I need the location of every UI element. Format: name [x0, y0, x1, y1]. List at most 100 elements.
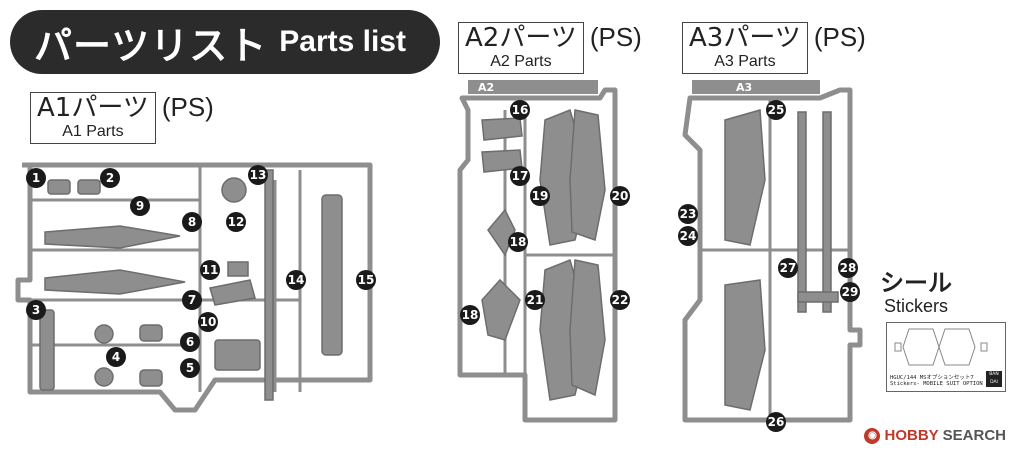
a1-part-gun-lower	[44, 269, 186, 295]
a2-material: (PS)	[589, 22, 642, 52]
part-number-marker: 25	[766, 100, 786, 120]
svg-text:7: 7	[188, 293, 196, 307]
a2-label-box: A2パーツ A2 Parts	[458, 22, 584, 74]
svg-text:29: 29	[842, 285, 859, 299]
svg-text:17: 17	[512, 169, 529, 183]
part-number-marker: 18	[508, 232, 528, 252]
a3-part-27	[797, 111, 807, 313]
a1-material: (PS)	[161, 92, 214, 122]
svg-text:12: 12	[228, 215, 245, 229]
stickers-title: シール Stickers	[880, 270, 952, 316]
svg-text:21: 21	[527, 293, 544, 307]
svg-text:14: 14	[288, 273, 305, 287]
a2-part-22	[569, 259, 606, 397]
svg-text:24: 24	[680, 229, 697, 243]
watermark-text: SEARCH	[942, 427, 1006, 444]
svg-text:27: 27	[780, 261, 797, 275]
bandai-logo: BAN DAI	[986, 371, 1002, 387]
title-banner: パーツリスト Parts list	[10, 10, 440, 74]
part-number-marker: 24	[678, 226, 698, 246]
a2-part-numbers: 16 17 18 18 19 20 21 22	[460, 100, 630, 325]
part-number-marker: 2	[100, 168, 120, 188]
a2-label: A2パーツ A2 Parts (PS)	[458, 22, 642, 74]
part-number-marker: 29	[840, 282, 860, 302]
a1-part-7	[209, 279, 256, 306]
svg-text:13: 13	[250, 168, 267, 182]
part-number-marker: 15	[356, 270, 376, 290]
svg-text:26: 26	[768, 415, 785, 429]
part-number-marker: 5	[180, 358, 200, 378]
part-number-marker: 16	[510, 100, 530, 120]
part-number-marker: 19	[530, 186, 550, 206]
part-number-marker: 26	[766, 412, 786, 432]
svg-text:3: 3	[32, 303, 40, 317]
a3-label-box: A3パーツ A3 Parts	[682, 22, 808, 74]
watermark-brand: HOBBY	[884, 427, 939, 444]
svg-text:18: 18	[462, 308, 479, 322]
a1-part-11	[227, 261, 249, 277]
a1-label-box: A1パーツ A1 Parts	[30, 92, 156, 144]
part-number-marker: 1	[26, 168, 46, 188]
part-number-marker: 12	[226, 212, 246, 232]
a2-part-16	[481, 117, 523, 141]
part-number-marker: 13	[248, 165, 268, 185]
part-number-marker: 18	[460, 305, 480, 325]
title-en: Parts list	[279, 25, 406, 58]
hobby-search-logo-icon: ◉	[864, 427, 881, 444]
a2-label-jp: A2パーツ	[465, 23, 577, 53]
sticker-sheet: HGUC/144 MSオプションセット7 Stickers- MOBILE SU…	[886, 322, 1006, 392]
part-number-marker: 3	[26, 300, 46, 320]
a3-runner-tag: A3	[736, 81, 752, 94]
a1-part-14	[264, 169, 274, 401]
part-number-marker: 28	[838, 258, 858, 278]
part-number-marker: 11	[200, 260, 220, 280]
a3-part-25	[724, 109, 766, 246]
sticker-shapes	[894, 328, 988, 366]
a1-inner-runners	[30, 165, 202, 392]
part-number-marker: 4	[106, 347, 126, 367]
a3-label: A3パーツ A3 Parts (PS)	[682, 22, 866, 74]
stickers-title-jp: シール	[880, 269, 952, 297]
svg-text:1: 1	[32, 171, 40, 185]
svg-text:9: 9	[136, 199, 144, 213]
svg-text:8: 8	[188, 215, 196, 229]
a1-label: A1パーツ A1 Parts (PS)	[30, 92, 214, 144]
a3-label-jp: A3パーツ	[689, 23, 801, 53]
a1-part-2	[77, 179, 101, 195]
sticker-line-2: Stickers- MOBILE SUIT OPTION SET 7	[890, 381, 1003, 387]
a3-label-en: A3 Parts	[714, 53, 776, 70]
part-number-marker: 7	[182, 290, 202, 310]
a3-part-29	[797, 291, 839, 303]
a1-part-4c	[139, 324, 163, 342]
a3-part-26	[724, 279, 766, 411]
watermark: ◉ HOBBY SEARCH	[864, 427, 1006, 444]
a1-part-4a	[94, 324, 114, 344]
svg-text:4: 4	[112, 350, 120, 364]
a1-part-gun-upper	[44, 225, 181, 249]
svg-text:5: 5	[186, 361, 194, 375]
a1-label-en: A1 Parts	[62, 123, 124, 140]
sticker-line-1: HGUC/144 MSオプションセット7	[890, 375, 974, 381]
svg-text:28: 28	[840, 261, 857, 275]
a2-tag-bar	[468, 80, 598, 94]
part-number-marker: 8	[182, 212, 202, 232]
stickers-title-en: Stickers	[883, 296, 948, 316]
svg-text:25: 25	[768, 103, 785, 117]
a1-part-15	[321, 194, 343, 356]
part-number-marker: 21	[525, 290, 545, 310]
a1-frame	[15, 162, 373, 413]
a1-part-4b	[94, 367, 114, 387]
a3-frame	[682, 87, 863, 423]
svg-text:11: 11	[202, 263, 219, 277]
a1-part-numbers: 1 2 3 4 5 6 7 8 9 10 11 12 13 14 15	[26, 165, 376, 378]
a3-part-numbers: 23 24 25 26 27 28 29	[678, 100, 860, 432]
part-number-marker: 22	[610, 290, 630, 310]
a3-tag-bar	[692, 80, 820, 94]
a2-runner-tag: A2	[478, 81, 494, 94]
a1-part-5-6	[214, 339, 261, 371]
a1-part-12	[221, 177, 247, 203]
svg-text:10: 10	[200, 315, 217, 329]
svg-text:2: 2	[106, 171, 114, 185]
svg-text:18: 18	[510, 235, 527, 249]
part-number-marker: 23	[678, 204, 698, 224]
